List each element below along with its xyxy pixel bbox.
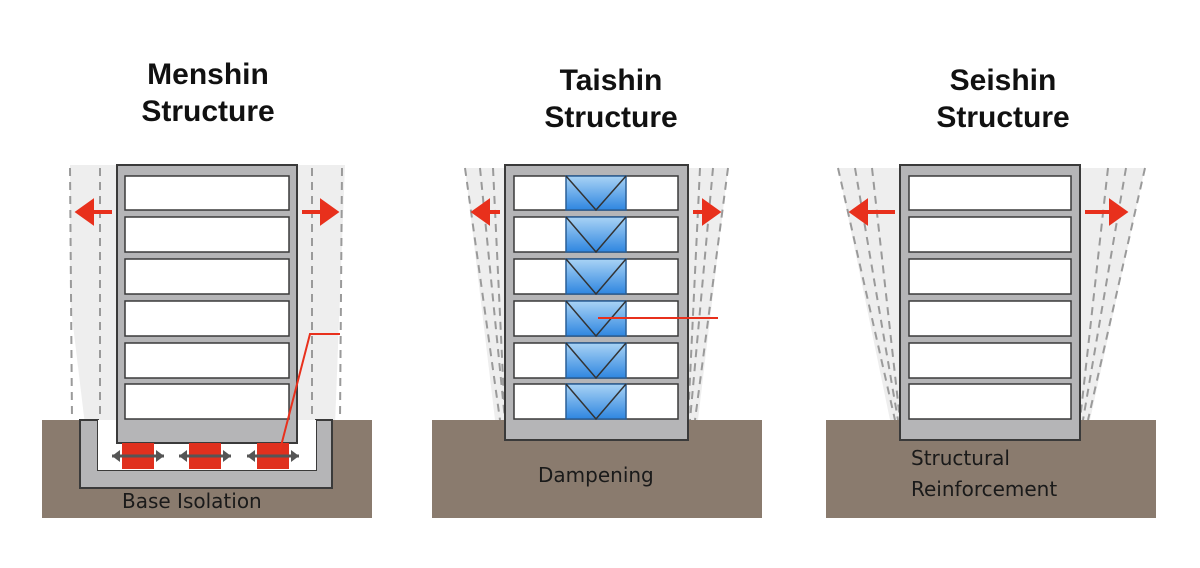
seishin-sway-arrows [848, 198, 1129, 226]
menshin-title-line1: Menshin [147, 58, 269, 91]
taishin-diagram [432, 164, 762, 518]
taishin-title: Taishin Structure [461, 62, 761, 136]
seishin-sway-right [1080, 168, 1145, 420]
seishin-title-line2: Structure [936, 101, 1070, 134]
menshin-sway-arrows [74, 198, 340, 226]
menshin-floors [124, 175, 290, 420]
seishin-diagram [826, 164, 1156, 518]
seishin-title: Seishin Structure [853, 62, 1153, 136]
seishin-floors [908, 175, 1072, 420]
taishin-dampers [565, 175, 627, 421]
menshin-isolators [112, 443, 299, 469]
seishin-sway-left [838, 168, 900, 420]
taishin-sway-arrows [470, 198, 722, 226]
menshin-title: Menshin Structure [58, 56, 358, 130]
menshin-leader-line [279, 333, 340, 451]
seishin-title-line1: Seishin [949, 64, 1057, 97]
menshin-diagram [42, 164, 372, 518]
taishin-caption: Dampening [538, 463, 654, 487]
seishin-caption-line2: Reinforcement [911, 477, 1058, 501]
menshin-caption: Base Isolation [122, 489, 262, 513]
seishin-caption-line1: Structural [911, 446, 1010, 470]
taishin-title-line1: Taishin [559, 64, 663, 97]
taishin-title-line2: Structure [544, 101, 678, 134]
menshin-title-line2: Structure [141, 95, 275, 128]
menshin-sway-left [70, 165, 117, 425]
menshin-sway-right [297, 165, 345, 425]
